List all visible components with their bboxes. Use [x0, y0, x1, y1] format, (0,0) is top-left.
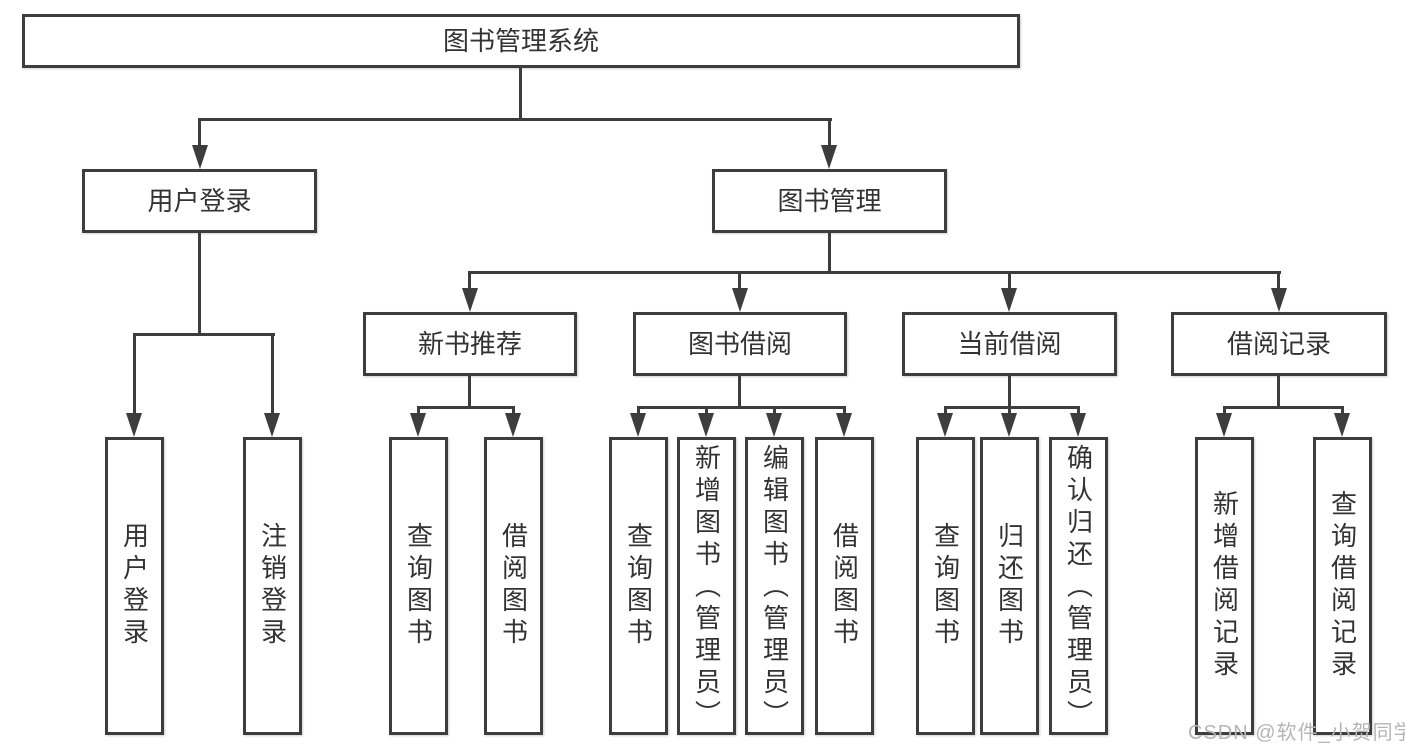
connector-to-user-login — [198, 118, 201, 147]
connector-leaf-stub — [1008, 406, 1011, 415]
connector-borrow-rail — [637, 406, 846, 409]
connector-root-stem — [519, 68, 522, 120]
connector-to-leaf-logout — [271, 333, 274, 415]
connector-leaf-stub — [1223, 406, 1226, 415]
leaf-cb-query-books: 查询图书 — [916, 437, 975, 735]
arrow-down-icon — [836, 413, 852, 437]
arrow-down-icon — [126, 413, 142, 437]
connector-leaf-stub — [705, 406, 708, 415]
connector-rec-rail — [417, 406, 515, 409]
leaf-bb-edit-books-admin: 编辑图书（管理员） — [745, 437, 804, 735]
leaf-cb-return-books: 归还图书 — [980, 437, 1039, 735]
connector-records-rail — [1223, 406, 1344, 409]
connector-user-login-rail — [133, 333, 275, 336]
connector-to-book-borrow — [738, 271, 741, 290]
connector-to-book-management — [828, 118, 831, 147]
arrow-down-icon — [698, 413, 714, 437]
connector-leaf-stub — [637, 406, 640, 415]
connector-to-current-borrow — [1008, 271, 1011, 290]
node-borrowing-records: 借阅记录 — [1171, 312, 1387, 376]
arrow-down-icon — [1216, 413, 1232, 437]
arrow-down-icon — [821, 145, 837, 169]
node-new-book-recommend: 新书推荐 — [363, 312, 577, 376]
connector-leaf-stub — [1341, 406, 1344, 415]
leaf-br-query-borrow-record: 查询借阅记录 — [1313, 437, 1372, 735]
leaf-rec-query-books: 查询图书 — [389, 437, 448, 735]
arrow-down-icon — [1001, 288, 1017, 312]
leaf-bb-query-books: 查询图书 — [609, 437, 668, 735]
node-user-login: 用户登录 — [82, 169, 317, 233]
node-current-borrowing: 当前借阅 — [902, 312, 1117, 376]
connector-to-borrow-records — [1277, 271, 1280, 290]
leaf-user-login: 用户登录 — [105, 437, 164, 735]
connector-current-stem — [1008, 376, 1011, 408]
node-book-borrowing: 图书借阅 — [633, 312, 847, 376]
connector-leaf-stub — [944, 406, 947, 415]
arrow-down-icon — [462, 288, 478, 312]
connector-leaf-stub — [843, 406, 846, 415]
connector-book-mgmt-rail — [469, 271, 1281, 274]
csdn-watermark: CSDN @软件_小贺同学 — [1188, 722, 1405, 744]
leaf-rec-borrow-books: 借阅图书 — [484, 437, 543, 735]
arrow-down-icon — [1334, 413, 1350, 437]
connector-to-leaf-user-login — [133, 333, 136, 415]
connector-rec-stem — [468, 376, 471, 408]
arrow-down-icon — [505, 413, 521, 437]
leaf-cb-confirm-return-admin: 确认归还（管理员） — [1049, 437, 1108, 735]
connector-leaf-stub — [773, 406, 776, 415]
arrow-down-icon — [264, 413, 280, 437]
arrow-down-icon — [937, 413, 953, 437]
leaf-logout: 注销登录 — [243, 437, 302, 735]
arrow-down-icon — [766, 413, 782, 437]
arrow-down-icon — [732, 288, 748, 312]
arrow-down-icon — [1271, 288, 1287, 312]
arrow-down-icon — [1070, 413, 1086, 437]
connector-user-login-stem — [198, 233, 201, 336]
connector-leaf-stub — [1077, 406, 1080, 415]
connector-leaf-stub — [417, 406, 420, 415]
arrow-down-icon — [192, 145, 208, 169]
connector-current-rail — [944, 406, 1080, 409]
leaf-bb-borrow-books: 借阅图书 — [815, 437, 874, 735]
node-book-management: 图书管理 — [712, 169, 947, 233]
connector-leaf-stub — [512, 406, 515, 415]
leaf-br-add-borrow-record: 新增借阅记录 — [1195, 437, 1254, 735]
node-library-management-system: 图书管理系统 — [22, 14, 1020, 68]
connector-book-mgmt-stem — [828, 233, 831, 274]
connector-to-new-book-rec — [468, 271, 471, 290]
connector-borrow-stem — [738, 376, 741, 408]
arrow-down-icon — [410, 413, 426, 437]
leaf-bb-add-books-admin: 新增图书（管理员） — [677, 437, 736, 735]
connector-records-stem — [1277, 376, 1280, 408]
arrow-down-icon — [630, 413, 646, 437]
arrow-down-icon — [1001, 413, 1017, 437]
connector-root-rail — [198, 118, 832, 121]
